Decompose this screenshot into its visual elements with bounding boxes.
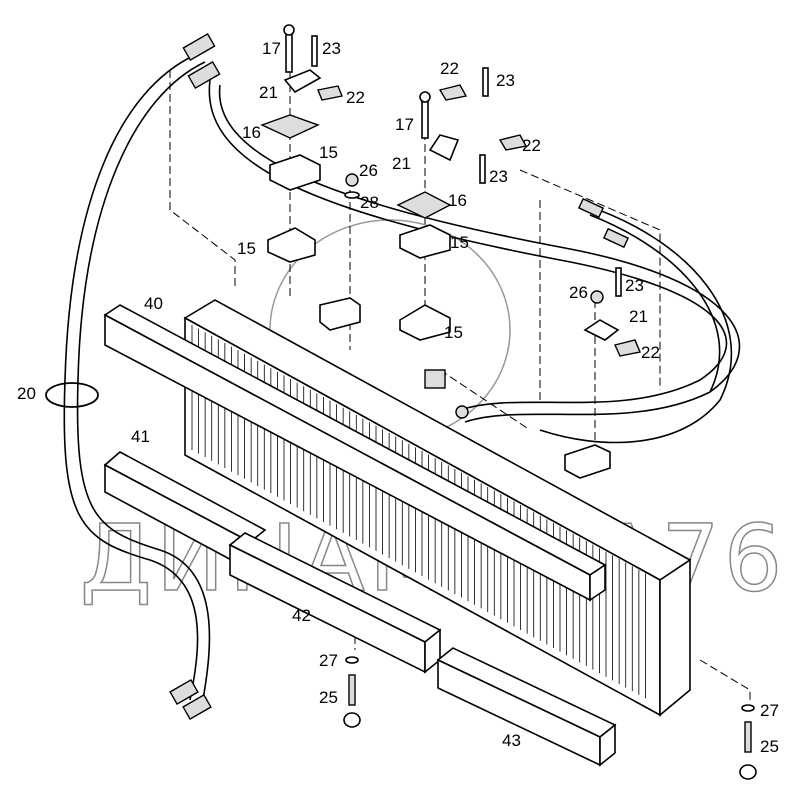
callout-22: 22	[346, 88, 365, 107]
callout-27: 27	[760, 701, 779, 720]
callout-21: 21	[259, 83, 278, 102]
callout-26: 26	[359, 161, 378, 180]
callout-22: 22	[440, 59, 459, 78]
callout-22: 22	[522, 136, 541, 155]
callout-40: 40	[144, 294, 163, 313]
callout-43: 43	[502, 731, 521, 750]
callout-42: 42	[292, 606, 311, 625]
callout-15: 15	[319, 143, 338, 162]
callout-41: 41	[131, 427, 150, 446]
callout-28: 28	[360, 193, 379, 212]
callout-21: 21	[629, 307, 648, 326]
callout-21: 21	[392, 154, 411, 173]
bar-40	[103, 304, 607, 602]
callout-26: 26	[569, 283, 588, 302]
callout-23: 23	[489, 167, 508, 186]
bar-43	[436, 647, 617, 767]
mounting-hardware	[260, 24, 757, 780]
hose-fittings	[169, 32, 630, 721]
callout-25: 25	[760, 737, 779, 756]
callout-16: 16	[448, 191, 467, 210]
callout-15: 15	[444, 323, 463, 342]
callout-22: 22	[641, 343, 660, 362]
callout-20: 20	[17, 384, 36, 403]
callout-23: 23	[625, 276, 644, 295]
callout-17: 17	[395, 115, 414, 134]
callout-16: 16	[242, 123, 261, 142]
callout-27: 27	[319, 651, 338, 670]
bar-42	[228, 532, 442, 674]
callout-labels: 17 23 21 22 16 15 22 23 17 21 22 23 26 2…	[17, 39, 779, 756]
callout-17: 17	[262, 39, 281, 58]
hose-lines	[63, 54, 741, 706]
callout-23: 23	[322, 39, 341, 58]
callout-23: 23	[496, 71, 515, 90]
callout-25: 25	[319, 688, 338, 707]
callout-15: 15	[450, 233, 469, 252]
callout-15: 15	[237, 239, 256, 258]
hose-clamp	[45, 382, 99, 408]
